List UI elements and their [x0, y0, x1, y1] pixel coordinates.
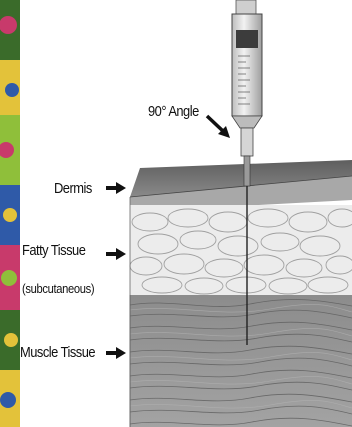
- subcutaneous-label: (subcutaneous): [22, 282, 94, 295]
- dermis-arrow-icon: [106, 182, 126, 194]
- dermis-label: Dermis: [54, 181, 92, 196]
- fatty-tissue-label: Fatty Tissue: [22, 243, 85, 258]
- angle-arrow-icon: [207, 116, 230, 138]
- fatty-tissue-arrow-icon: [106, 248, 126, 260]
- fatty-tissue-layer: [130, 205, 352, 295]
- dermis-layer: [130, 160, 352, 212]
- muscle-tissue-layer: [130, 295, 352, 427]
- muscle-tissue-label: Muscle Tissue: [20, 345, 95, 360]
- muscle-tissue-arrow-icon: [106, 347, 126, 359]
- angle-label: 90° Angle: [148, 104, 199, 119]
